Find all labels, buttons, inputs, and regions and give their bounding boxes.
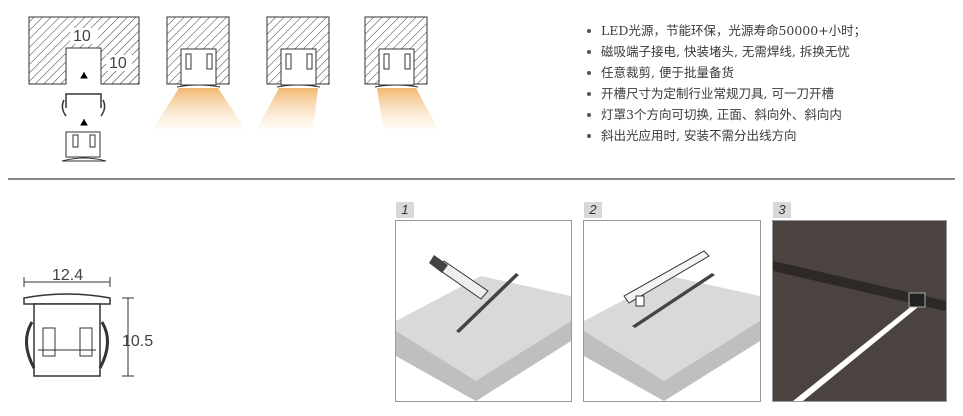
- feature-list: LED光源，节能环保，光源寿命50000+小时； 磁吸端子接电, 快装堵头, 无…: [585, 20, 866, 146]
- step-3-image: [772, 220, 947, 402]
- step-2-label: 2: [584, 202, 602, 218]
- groove-depth-label: 10: [109, 55, 127, 72]
- feature-item: 开槽尺寸为定制行业常规刀具, 可一刀开槽: [585, 83, 866, 104]
- orientation-angled-out: [257, 16, 330, 129]
- groove-width-label: 10: [73, 28, 91, 45]
- profile-height-label: 10.5: [122, 333, 153, 350]
- step-1-image: [395, 220, 572, 402]
- feature-item: 任意裁剪, 便于批量备货: [585, 62, 866, 83]
- feature-item: 磁吸端子接电, 快装堵头, 无需焊线, 拆换无忧: [585, 41, 866, 62]
- profile-cross-section: 12.4 10.5: [23, 267, 153, 377]
- orientation-angled-in: [364, 16, 438, 129]
- orientation-front: [153, 16, 245, 129]
- step-3-label: 3: [773, 202, 791, 218]
- feature-item: 灯罩3个方向可切换, 正面、斜向外、斜向内: [585, 104, 866, 125]
- step-1-label: 1: [396, 202, 414, 218]
- feature-item: LED光源，节能环保，光源寿命50000+小时；: [585, 20, 866, 41]
- installation-diagram: 10 10: [28, 16, 438, 162]
- step-2-image: [583, 220, 761, 402]
- section-divider: [8, 178, 955, 180]
- groove-section: 10 10: [28, 16, 140, 162]
- feature-item: 斜出光应用时, 安装不需分出线方向: [585, 125, 866, 146]
- profile-width-label: 12.4: [52, 267, 83, 284]
